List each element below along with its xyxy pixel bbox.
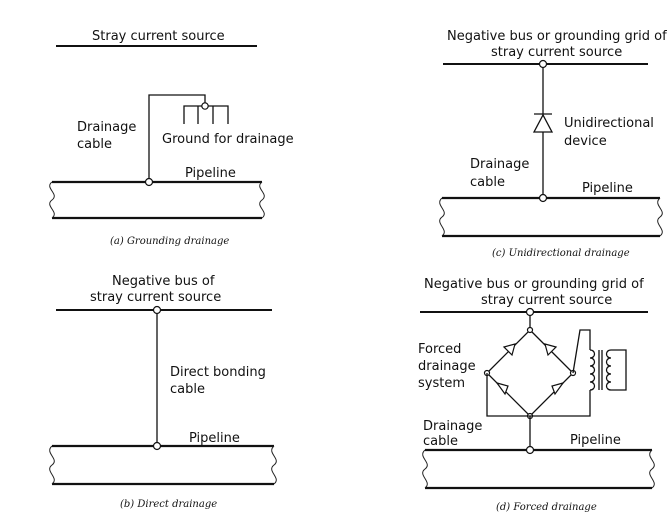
panel-b-pipe-node xyxy=(152,441,162,451)
panel-a-ground-label: Ground for drainage xyxy=(162,132,294,147)
panel-a-cable-label-2: cable xyxy=(77,137,112,152)
panel-d-system-label-1: Forced xyxy=(418,342,461,357)
panel-d-system-label-2: drainage xyxy=(418,359,476,374)
panel-d-system-label-3: system xyxy=(418,376,465,391)
panel-b-pipeline-label: Pipeline xyxy=(189,431,240,446)
panel-b-source-label-2: stray current source xyxy=(90,290,221,305)
panel-b-cable-label-2: cable xyxy=(170,382,205,397)
panel-d-pipe-node xyxy=(525,445,535,455)
panel-c-unidirectional-drainage: Negative bus or grounding grid of stray … xyxy=(439,29,667,259)
panel-b-cable-label-1: Direct bonding xyxy=(170,365,266,380)
panel-b-pipeline xyxy=(49,444,277,486)
panel-b-caption: (b) Direct drainage xyxy=(120,499,217,510)
panel-d-right-wire-top xyxy=(572,329,591,374)
panel-d-source-label-2: stray current source xyxy=(481,293,612,308)
panel-a-caption: (a) Grounding drainage xyxy=(110,236,229,247)
panel-c-diode-icon xyxy=(532,113,554,133)
panel-c-cable-label-2: cable xyxy=(470,175,505,190)
panel-a-pipeline-label: Pipeline xyxy=(185,166,236,181)
panel-a-cable-label-1: Drainage xyxy=(77,120,136,135)
panel-d-bus-node xyxy=(525,307,535,317)
panel-d-caption: (d) Forced drainage xyxy=(496,502,597,513)
panel-c-bus-node xyxy=(538,59,548,69)
panel-a-ground-node xyxy=(201,102,209,110)
panel-c-device-label-1: Unidirectional xyxy=(564,116,654,131)
panel-d-transformer-icon xyxy=(589,349,627,391)
panel-a-pipeline xyxy=(49,180,265,220)
panel-a-drainage-cable xyxy=(148,94,206,182)
panel-b-bus-node xyxy=(152,305,162,315)
panel-d-left-wire xyxy=(486,373,530,417)
panel-d-cable-label-2: cable xyxy=(423,434,458,449)
panel-d-bridge-rectifier-icon xyxy=(483,326,577,420)
panel-c-cable-label-1: Drainage xyxy=(470,157,529,172)
panel-c-source-label-2: stray current source xyxy=(491,45,622,60)
panel-d-cable-label-1: Drainage xyxy=(423,419,482,434)
panel-d-pipeline-label: Pipeline xyxy=(570,433,621,448)
panel-c-source-label-1: Negative bus or grounding grid of xyxy=(447,29,667,44)
panel-c-pipeline-label: Pipeline xyxy=(582,181,633,196)
panel-d-right-wire-bottom xyxy=(530,390,591,417)
panel-c-pipeline xyxy=(439,196,663,238)
panel-c-pipe-node xyxy=(538,193,548,203)
panel-a-grounding-drainage: Stray current source Drainage cable Grou… xyxy=(49,29,294,247)
panel-d-pipeline xyxy=(422,448,655,490)
panel-c-caption: (c) Unidirectional drainage xyxy=(492,248,630,259)
panel-b-source-label-1: Negative bus of xyxy=(112,274,215,289)
panel-a-pipe-node xyxy=(144,177,154,187)
panel-a-source-label: Stray current source xyxy=(92,29,225,44)
panel-d-forced-drainage: Negative bus or grounding grid of stray … xyxy=(418,277,655,513)
panel-b-direct-drainage: Negative bus of stray current source Dir… xyxy=(49,274,277,510)
panel-c-device-label-2: device xyxy=(564,134,607,149)
panel-d-source-label-1: Negative bus or grounding grid of xyxy=(424,277,644,292)
